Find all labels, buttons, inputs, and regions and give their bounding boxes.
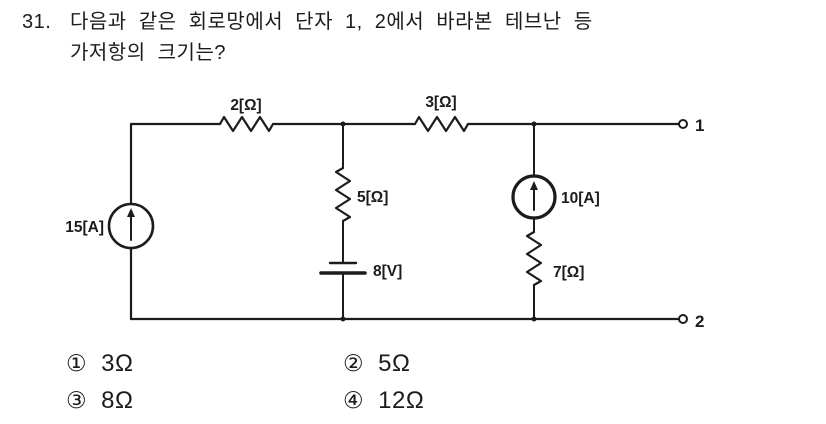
- current-source-10a-arrow-head: [530, 181, 538, 190]
- choice-3-marker: ③: [66, 387, 88, 413]
- node-dot: [531, 121, 537, 127]
- battery-8v-label: 8[V]: [373, 263, 402, 280]
- question-number: 31.: [22, 11, 52, 33]
- resistor-2ohm-label: 2[Ω]: [230, 97, 261, 114]
- node-dot: [340, 121, 346, 127]
- choice-3-label: 8Ω: [101, 387, 134, 414]
- current-source-15a-label: 15[A]: [65, 219, 104, 236]
- node-dot: [340, 316, 346, 322]
- question-text-line2: 가저항의 크기는?: [70, 42, 226, 64]
- current-source-15a-arrow-head: [127, 208, 135, 217]
- node-dot: [531, 316, 537, 322]
- choice-4-marker: ④: [343, 387, 365, 413]
- terminal-2-circle: [678, 314, 688, 324]
- question: 31. 다음과 같은 회로망에서 단자 1, 2에서 바라본 테브난 등 가저항…: [22, 7, 593, 69]
- resistor-5ohm-symbol: [334, 166, 352, 223]
- choice-4: ④ 12Ω: [343, 387, 424, 415]
- question-text-line1: 다음과 같은 회로망에서 단자 1, 2에서 바라본 테브난 등: [70, 11, 593, 33]
- resistor-3ohm-symbol: [413, 115, 470, 133]
- current-source-10a-circle: [511, 174, 557, 220]
- terminal-2-label: 2: [695, 312, 704, 331]
- resistor-5ohm-label: 5[Ω]: [357, 189, 388, 206]
- choice-2: ② 5Ω: [343, 350, 410, 378]
- current-source-10a-label: 10[A]: [561, 190, 600, 207]
- choice-2-marker: ②: [343, 350, 365, 376]
- resistor-3ohm-label: 3[Ω]: [425, 94, 456, 111]
- resistor-2ohm-symbol: [218, 115, 275, 133]
- resistor-7ohm-label: 7[Ω]: [553, 264, 584, 281]
- choice-1-marker: ①: [66, 350, 88, 376]
- terminal-1-label: 1: [695, 116, 704, 135]
- terminal-1-circle: [678, 119, 688, 129]
- current-source-15a-circle: [107, 202, 155, 250]
- resistor-7ohm-symbol: [525, 230, 543, 287]
- choice-1-label: 3Ω: [101, 350, 134, 377]
- choice-4-label: 12Ω: [378, 387, 425, 414]
- question-text: 다음과 같은 회로망에서 단자 1, 2에서 바라본 테브난 등 가저항의 크기…: [70, 7, 593, 69]
- choice-3: ③ 8Ω: [66, 387, 133, 415]
- choice-2-label: 5Ω: [378, 350, 411, 377]
- choice-1: ① 3Ω: [66, 350, 133, 378]
